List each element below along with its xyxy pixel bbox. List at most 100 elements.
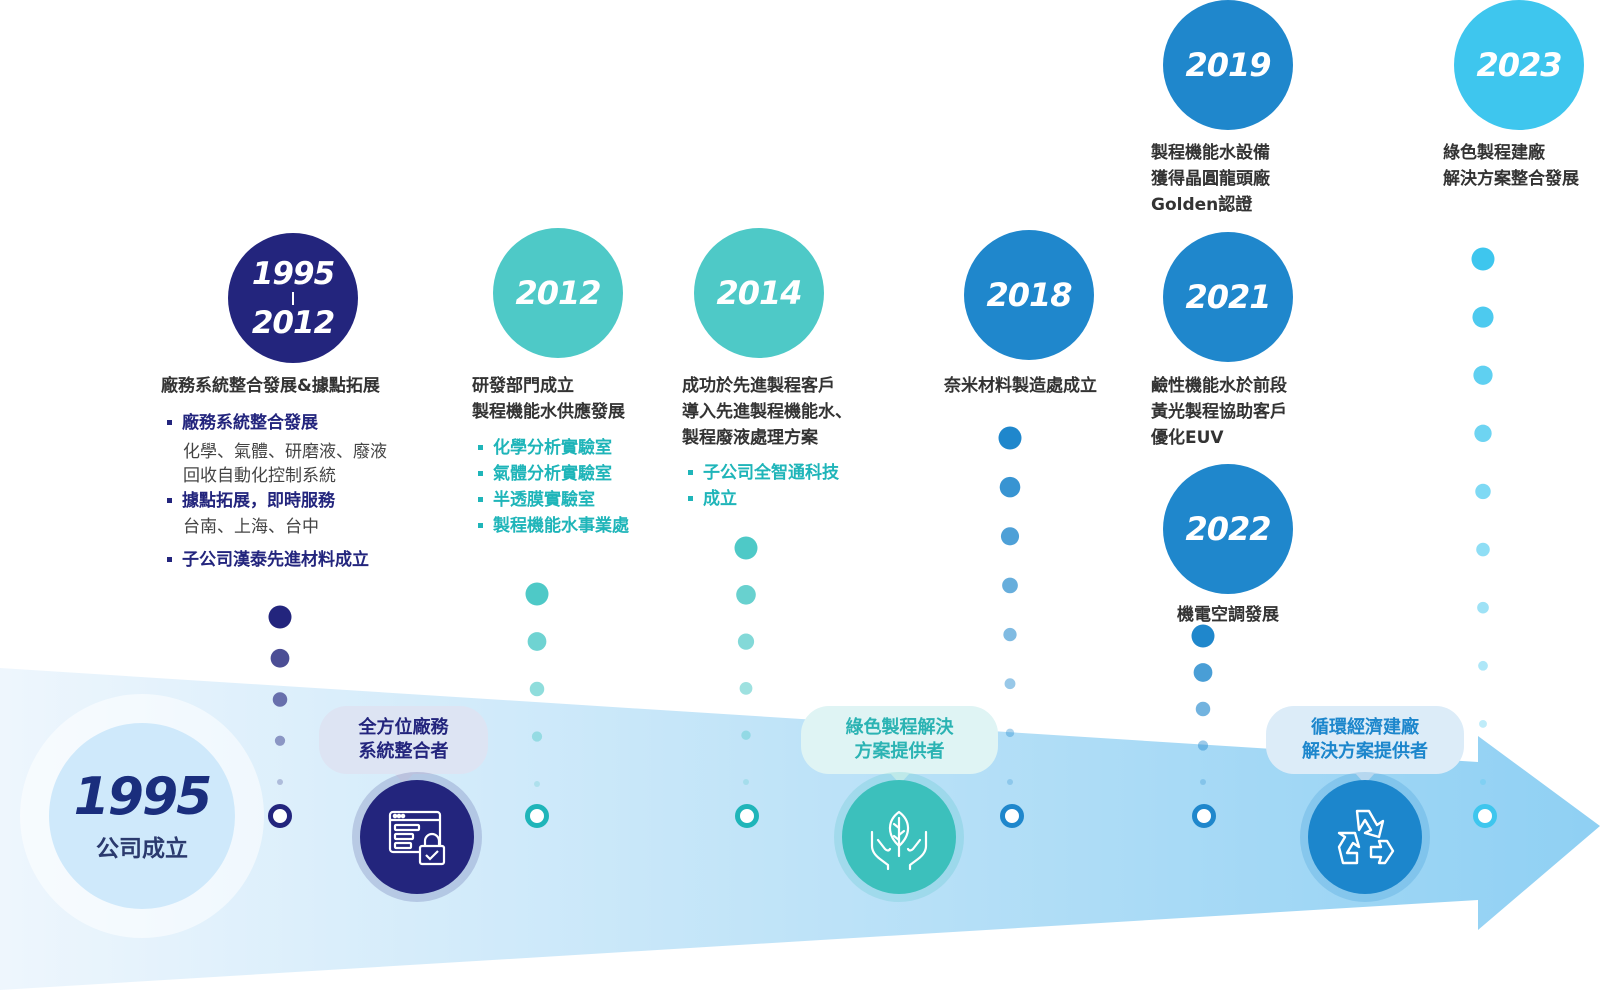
- connector-dot: [1005, 728, 1015, 738]
- milestone-2019-title: 製程機能水設備 獲得晶圓龍頭廠 Golden認證: [1151, 140, 1270, 218]
- milestone-2014-list: 子公司全智通科技 成立: [686, 460, 839, 512]
- connector-dot: [1002, 577, 1018, 594]
- title-line: 製程機能水設備: [1151, 143, 1270, 163]
- milestone-2018-year: 2018: [986, 276, 1072, 314]
- milestone-2019-circle: 2019: [1163, 0, 1293, 130]
- connector-dot: [1472, 306, 1494, 328]
- milestone-2012-circle: 2012: [493, 228, 623, 358]
- detail-line: 化學、氣體、研磨液、廢液: [183, 442, 387, 462]
- connector-dot: [525, 582, 549, 606]
- list-item: 廠務系統整合發展: [165, 410, 318, 436]
- milestone-2021-circle: 2021: [1163, 232, 1293, 362]
- connector-dot: [1007, 779, 1013, 785]
- milestone-2012-year: 2012: [515, 274, 601, 312]
- milestone-2012-list: 化學分析實驗室 氣體分析實驗室 半透膜實驗室 製程機能水事業處: [476, 435, 629, 539]
- milestone-2022-circle: 2022: [1163, 464, 1293, 594]
- timeline-node: [1000, 804, 1024, 828]
- list-item: 據點拓展，即時服務: [165, 488, 335, 514]
- connector-dot: [274, 735, 286, 746]
- connector-dot: [1193, 663, 1213, 682]
- connector-dot: [1473, 365, 1493, 385]
- list-item: 化學分析實驗室: [476, 435, 629, 461]
- connector-dot: [737, 633, 755, 650]
- connector-dot: [268, 605, 292, 629]
- connector-dot: [741, 730, 751, 740]
- timeline-node: [1192, 804, 1216, 828]
- connector-dot: [1480, 779, 1486, 785]
- timeline-node: [525, 804, 549, 828]
- milestone-1995-2012-list: 廠務系統整合發展: [165, 410, 318, 436]
- milestone-1995-2012-list: 子公司漢泰先進材料成立: [165, 547, 369, 573]
- connector-dot: [527, 632, 547, 651]
- timeline-node: [735, 804, 759, 828]
- connector-dot: [531, 731, 543, 742]
- title-line: 優化EUV: [1151, 428, 1224, 448]
- milestone-2023-year: 2023: [1476, 46, 1562, 84]
- stage-integrator-pill: 全方位廠務 系統整合者: [319, 706, 488, 784]
- list-item: 氣體分析實驗室: [476, 461, 629, 487]
- milestone-1995-2012-detail: 化學、氣體、研磨液、廢液 回收自動化控制系統: [183, 440, 387, 488]
- hands-leaf-icon: [870, 810, 928, 871]
- pill-line: 系統整合者: [358, 741, 449, 762]
- milestone-2019-year: 2019: [1185, 46, 1271, 84]
- pill-line: 綠色製程解決: [845, 717, 954, 738]
- connector-dot: [743, 779, 749, 785]
- pill-line: 全方位廠務: [358, 717, 449, 738]
- milestone-1995-2012-list: 據點拓展，即時服務: [165, 488, 335, 514]
- milestone-2022-title: 機電空調發展: [1163, 602, 1293, 628]
- dashboard-lock-icon: [388, 810, 446, 866]
- milestone-2018-circle: 2018: [964, 230, 1094, 360]
- milestone-2023-circle: 2023: [1454, 0, 1584, 130]
- connector-dot: [1477, 601, 1489, 614]
- year-separator: [292, 291, 294, 305]
- title-line: 綠色製程建廠: [1443, 143, 1545, 163]
- milestone-2014-year: 2014: [716, 274, 802, 312]
- title-line: 製程廢液處理方案: [682, 428, 818, 448]
- connector-dot: [1003, 627, 1017, 642]
- milestone-2021-year: 2021: [1185, 278, 1271, 316]
- connector-dot: [734, 536, 758, 560]
- milestone-2018-title: 奈米材料製造處成立: [944, 373, 1097, 399]
- stage-circular-pill: 循環經濟建廠 解決方案提供者: [1266, 706, 1464, 784]
- connector-dot: [1479, 719, 1487, 728]
- title-line: 鹼性機能水於前段: [1151, 376, 1287, 396]
- title-line: 解決方案整合發展: [1443, 169, 1579, 189]
- connector-dot: [998, 426, 1022, 450]
- stage-circular-badge: [1300, 772, 1430, 902]
- list-item: 子公司全智通科技: [686, 460, 839, 486]
- connector-dot: [272, 692, 288, 707]
- stage-green-pill: 綠色製程解決 方案提供者: [801, 706, 998, 784]
- connector-dot: [1475, 483, 1491, 500]
- timeline-node: [268, 804, 292, 828]
- connector-dot: [1471, 247, 1495, 271]
- title-line: 黃光製程協助客戶: [1151, 402, 1287, 422]
- milestone-2021-title: 鹼性機能水於前段 黃光製程協助客戶 優化EUV: [1151, 373, 1287, 451]
- milestone-1995-2012-circle: 1995 2012: [228, 233, 358, 363]
- pill-line: 解決方案提供者: [1302, 741, 1428, 762]
- connector-dot: [1197, 740, 1209, 751]
- connector-dot: [1195, 701, 1211, 717]
- list-item: 成立: [686, 486, 839, 512]
- connector-dot: [534, 781, 540, 787]
- pill-line: 循環經濟建廠: [1311, 717, 1419, 738]
- recycle-icon: [1337, 809, 1395, 865]
- founding-badge: 1995 公司成立: [20, 694, 264, 938]
- connector-dot: [1476, 542, 1490, 557]
- title-line: 成功於先進製程客戶: [682, 376, 835, 396]
- milestone-1995-2012-detail: 台南、上海、台中: [183, 515, 319, 539]
- connector-dot: [277, 779, 283, 785]
- connector-dot: [1478, 660, 1488, 671]
- connector-dot: [736, 585, 756, 605]
- connector-dot: [529, 681, 545, 697]
- milestone-2014-title: 成功於先進製程客戶 導入先進製程機能水、 製程廢液處理方案: [682, 373, 852, 451]
- connector-dots: [268, 247, 1495, 787]
- stage-green-badge: [834, 772, 964, 902]
- detail-line: 台南、上海、台中: [183, 517, 319, 537]
- connector-dot: [999, 476, 1021, 498]
- connector-dot: [1000, 527, 1020, 546]
- title-line: 研發部門成立: [472, 376, 574, 396]
- milestone-1995-2012-title: 廠務系統整合發展&據點拓展: [161, 376, 380, 396]
- list-item: 製程機能水事業處: [476, 513, 629, 539]
- list-item: 半透膜實驗室: [476, 487, 629, 513]
- stage-integrator-badge: [352, 772, 482, 902]
